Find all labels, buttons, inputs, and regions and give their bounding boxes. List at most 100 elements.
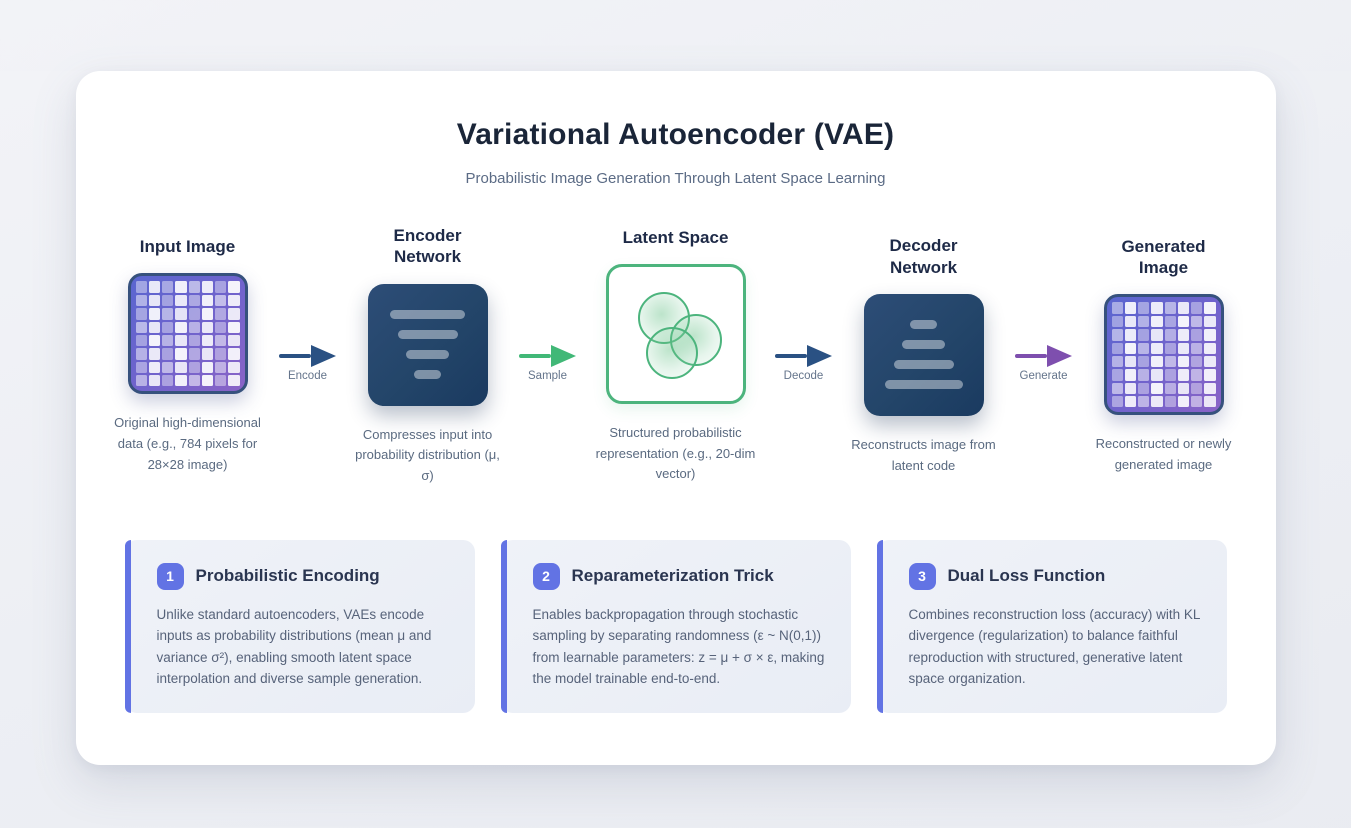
stage-latent-space: Latent Space Structured probabilistic re… [584, 227, 768, 486]
grid-cell [1191, 315, 1203, 328]
grid-cell [1191, 382, 1203, 395]
grid-cell [175, 361, 187, 373]
grid-cell [1164, 355, 1176, 368]
grid-cell [135, 375, 147, 387]
grid-cell [175, 308, 187, 320]
grid-cell [228, 281, 240, 293]
grid-cell [1177, 342, 1189, 354]
grid-cell [1111, 342, 1123, 354]
grid-cell [175, 375, 187, 387]
grid-cell [1138, 382, 1150, 395]
arrow-sample: Sample [512, 286, 584, 426]
grid-cell [1138, 355, 1150, 368]
grid-cell [1111, 302, 1123, 314]
network-layer-bar [390, 310, 465, 319]
network-layer-bar [909, 320, 938, 330]
grid-cell [228, 334, 240, 347]
grid-cell [1124, 396, 1136, 408]
network-layer-bar [893, 360, 954, 370]
grid-cell [1177, 355, 1189, 368]
grid-cell [1204, 302, 1216, 314]
latent-distribution-circle [645, 326, 698, 379]
grid-cell [188, 308, 200, 320]
grid-cell [162, 308, 174, 320]
grid-cell [1111, 329, 1123, 341]
grid-cell [1204, 369, 1216, 381]
right-arrow-icon [775, 344, 832, 367]
grid-cell [162, 281, 174, 293]
card-probabilistic-encoding: 1 Probabilistic Encoding Unlike standard… [124, 539, 475, 714]
grid-cell [148, 348, 160, 360]
grid-cell [1204, 329, 1216, 341]
stage-caption: Compresses input into probability distri… [355, 426, 500, 484]
card-header: 1 Probabilistic Encoding [156, 562, 451, 590]
grid-cell [1151, 369, 1163, 381]
grid-cell [1164, 396, 1176, 408]
grid-cell [201, 375, 213, 387]
grid-cell [1191, 355, 1203, 368]
stage-caption: Reconstructed or newly generated image [1095, 436, 1232, 473]
grid-cell [1138, 315, 1150, 328]
stage-title: Generated Image [1121, 236, 1206, 278]
grid-cell [1151, 329, 1163, 341]
arrow-label: Encode [287, 369, 328, 382]
grid-cell [188, 361, 200, 373]
grid-cell [1111, 396, 1123, 408]
card-title: Probabilistic Encoding [195, 566, 380, 586]
grid-cell [1164, 342, 1176, 354]
card-body: Combines reconstruction loss (accuracy) … [908, 606, 1200, 686]
grid-cell [201, 361, 213, 373]
grid-cell [1191, 329, 1203, 341]
grid-cell [1151, 302, 1163, 314]
grid-cell [1204, 355, 1216, 368]
grid-cell [1111, 355, 1123, 368]
card-dual-loss-function: 3 Dual Loss Function Combines reconstruc… [876, 539, 1227, 714]
grid-cell [1138, 342, 1150, 354]
input-image-icon [127, 273, 248, 395]
grid-cell [201, 321, 213, 333]
grid-cell [162, 321, 174, 333]
grid-cell [135, 334, 147, 347]
grid-cell [1138, 302, 1150, 314]
grid-cell [188, 375, 200, 387]
grid-cell [1111, 382, 1123, 395]
grid-cell [175, 281, 187, 293]
grid-cell [1124, 342, 1136, 354]
grid-cell [1191, 302, 1203, 314]
grid-cell [135, 361, 147, 373]
card-header: 3 Dual Loss Function [908, 562, 1203, 590]
grid-cell [1124, 382, 1136, 395]
grid-cell [1191, 342, 1203, 354]
card-number-badge: 1 [156, 562, 184, 590]
card-number-badge: 3 [908, 562, 936, 590]
grid-cell [162, 375, 174, 387]
grid-cell [175, 334, 187, 347]
grid-cell [1151, 396, 1163, 408]
arrow-generate: Generate [1008, 286, 1080, 426]
grid-cell [135, 308, 147, 320]
latent-space-icon [605, 263, 746, 404]
grid-cell [135, 281, 147, 293]
grid-cell [1177, 396, 1189, 408]
card-reparameterization-trick: 2 Reparameterization Trick Enables backp… [500, 539, 851, 714]
grid-cell [1151, 315, 1163, 328]
grid-cell [148, 334, 160, 347]
card-header: 2 Reparameterization Trick [532, 562, 827, 590]
card-title: Reparameterization Trick [571, 566, 774, 586]
grid-cell [1124, 369, 1136, 381]
grid-cell [162, 294, 174, 307]
grid-cell [215, 308, 227, 320]
grid-cell [135, 348, 147, 360]
grid-cell [162, 348, 174, 360]
grid-cell [148, 361, 160, 373]
grid-cell [1164, 315, 1176, 328]
grid-cell [215, 321, 227, 333]
arrow-label: Generate [1019, 369, 1068, 382]
grid-cell [1111, 315, 1123, 328]
stage-title: Input Image [139, 237, 236, 257]
grid-cell [1164, 369, 1176, 381]
grid-cell [162, 334, 174, 347]
grid-cell [175, 348, 187, 360]
encoder-network-icon [367, 283, 488, 406]
page-title: Variational Autoencoder (VAE) [456, 118, 895, 151]
